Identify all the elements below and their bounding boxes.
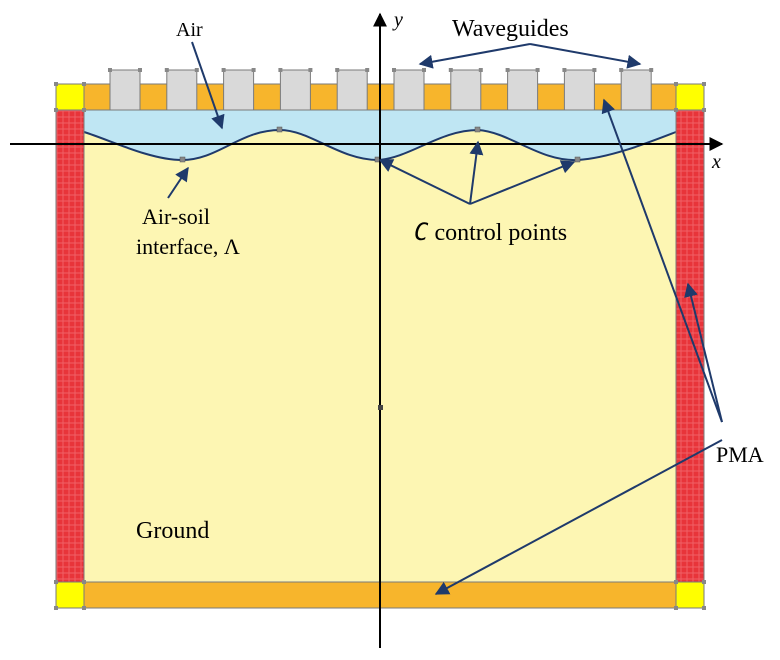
waveguide-node [478,68,483,72]
y-axis-label: y [392,9,403,31]
pma-corner-bottom-right [675,581,705,609]
mesh-node [674,606,678,610]
pma-right [675,109,705,583]
waveguide-node [278,68,283,72]
waveguide [393,69,425,111]
waveguide-node [649,68,654,72]
mesh-nodes [54,82,706,610]
mesh-node [702,108,706,112]
mesh-node [54,606,58,610]
x-axis-label: x [711,151,721,173]
waveguide-node [335,68,340,72]
waveguides-label: Waveguides [452,16,569,42]
waveguides-group [108,68,654,111]
waveguide-node [619,68,624,72]
waveguide-node [108,68,112,72]
waveguide-node [308,68,313,72]
control-points-label: C control points [414,218,567,246]
waveguide [336,69,368,111]
mesh-node [54,108,58,112]
pma-corner-bottom-left [55,581,85,609]
mesh-node [82,580,86,584]
control-points [179,126,581,163]
interface-label-line2: interface, Λ [136,234,240,259]
air-label: Air [176,19,203,41]
origin-marker [378,405,383,410]
mesh-node [702,606,706,610]
ground-label: Ground [136,518,209,544]
waveguide-node [448,68,453,72]
waveguide [223,69,255,111]
waveguide-node [365,68,370,72]
waveguide-node [194,68,199,72]
waveguide [166,69,198,111]
waveguide-node [392,68,396,72]
waveguide-node [164,68,169,72]
mesh-node [702,580,706,584]
waveguide-node [505,68,510,72]
mesh-node [54,82,58,86]
waveguide [620,69,652,111]
waveguide-node [535,68,540,72]
pma-corner-top-right [675,83,705,111]
waveguide-node [221,68,226,72]
annotation-arrows [167,41,723,595]
mesh-node [674,82,678,86]
mesh-node [54,580,58,584]
waveguide-node [138,68,142,72]
mesh-node [82,82,86,86]
waveguide-node [251,68,256,72]
waveguide-node [562,68,567,72]
waveguide [109,69,141,111]
waveguide [450,69,482,111]
pma-label: PMA [716,442,764,467]
waveguide [507,69,539,111]
mesh-node [82,108,86,112]
control-points-text: control points [428,220,567,246]
waveguide-node [592,68,597,72]
pma-corner-top-left [55,83,85,111]
control-points-variable: C [414,218,429,246]
mesh-node [702,82,706,86]
interface-label-line1: Air-soil [142,204,210,229]
mesh-node [674,108,678,112]
mesh-node [674,580,678,584]
pma-left [55,109,85,583]
waveguide [563,69,595,111]
mesh-node [82,606,86,610]
waveguide-node [422,68,426,72]
waveguide [279,69,311,111]
